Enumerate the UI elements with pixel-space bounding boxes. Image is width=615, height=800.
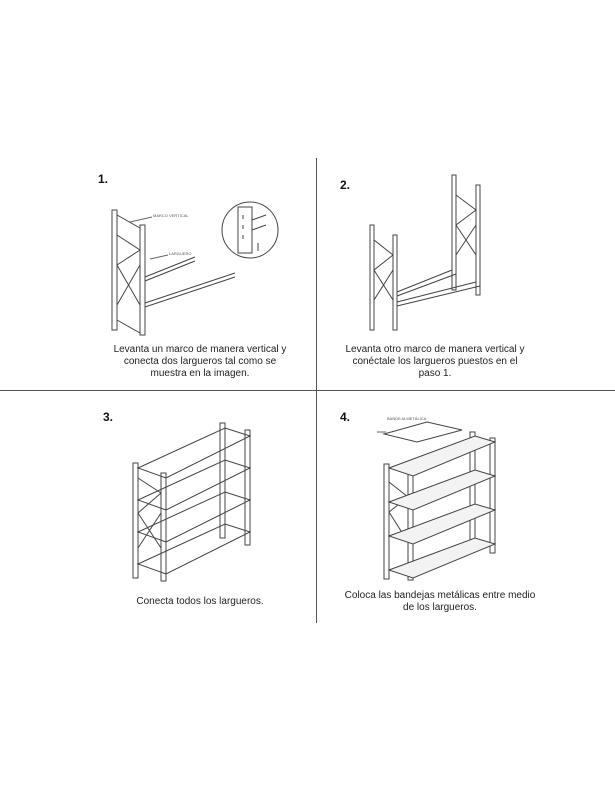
shelf-trays — [389, 436, 495, 578]
beams — [145, 257, 235, 307]
shelf-levels — [138, 428, 250, 574]
step-4-number: 4. — [340, 410, 351, 424]
callout-vertical-frame: MARCO VERTICAL — [153, 213, 189, 218]
callout-tray: BANDEJA METÁLICA — [387, 416, 427, 421]
loose-tray — [384, 422, 462, 442]
step-3-illustration — [128, 418, 258, 583]
step-3-number: 3. — [103, 410, 114, 424]
left-frame — [370, 225, 397, 330]
step-2-number: 2. — [340, 178, 351, 192]
step-1-number: 1. — [98, 172, 109, 186]
step-3-caption: Conecta todos los largueros. — [136, 596, 264, 607]
step-1-illustration: MARCO VERTICAL LARGUERO — [100, 195, 290, 335]
step-4-illustration: BANDEJA METÁLICA — [372, 416, 502, 582]
step-4-caption: Coloca las bandejas metálicas entre medi… — [344, 590, 536, 613]
right-frame — [452, 175, 480, 295]
horizontal-divider — [0, 390, 615, 391]
beams — [397, 270, 480, 306]
vertical-frame — [112, 210, 145, 335]
step-1-caption: Levanta un marco de manera vertical y co… — [113, 344, 287, 379]
callout-beam: LARGUERO — [169, 251, 191, 256]
step-2-illustration — [360, 170, 495, 335]
step-2-caption: Levanta otro marco de manera vertical y … — [345, 344, 525, 379]
detail-zoom — [222, 202, 278, 258]
